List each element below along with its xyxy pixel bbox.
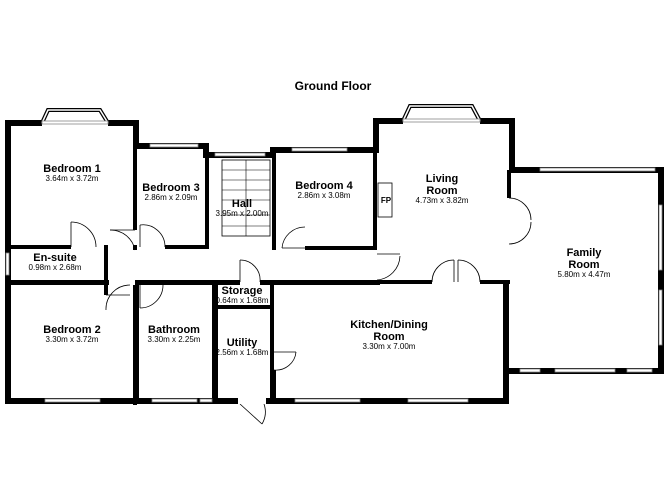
kitchen-dims: 3.30m x 7.00m bbox=[363, 342, 416, 351]
room-labels: Bedroom 1 3.64m x 3.72m Bedroom 3 2.86m … bbox=[29, 163, 611, 357]
bedroom4-name: Bedroom 4 bbox=[295, 180, 353, 192]
family-name-1: Family bbox=[567, 247, 603, 259]
staircase bbox=[221, 159, 271, 237]
bedroom2-dims: 3.30m x 3.72m bbox=[46, 335, 99, 344]
storage-dims: 0.64m x 1.68m bbox=[216, 296, 269, 305]
bedroom3-name: Bedroom 3 bbox=[142, 182, 199, 194]
bathroom-dims: 3.30m x 2.25m bbox=[148, 335, 201, 344]
fireplace-label: FP bbox=[381, 196, 392, 205]
outer-walls bbox=[5, 118, 664, 404]
doors bbox=[70, 197, 532, 425]
windows bbox=[5, 104, 663, 403]
family-name-2: Room bbox=[568, 259, 599, 271]
bedroom3-dims: 2.86m x 2.09m bbox=[145, 193, 198, 202]
hall-dims: 3.95m x 2.00m bbox=[216, 209, 269, 218]
kitchen-name-1: Kitchen/Dining bbox=[350, 319, 428, 331]
floor-title: Ground Floor bbox=[295, 79, 372, 93]
bedroom1-dims: 3.64m x 3.72m bbox=[46, 174, 99, 183]
kitchen-name-2: Room bbox=[373, 331, 404, 343]
utility-dims: 2.56m x 1.68m bbox=[216, 348, 269, 357]
living-name-2: Room bbox=[426, 185, 457, 197]
fireplace: FP bbox=[377, 182, 393, 218]
hall-name: Hall bbox=[232, 198, 252, 210]
bathroom-name: Bathroom bbox=[148, 324, 200, 336]
bedroom4-dims: 2.86m x 3.08m bbox=[298, 191, 351, 200]
ensuite-name: En-suite bbox=[33, 252, 76, 264]
ensuite-dims: 0.98m x 2.68m bbox=[29, 263, 82, 272]
bedroom2-name: Bedroom 2 bbox=[43, 324, 100, 336]
bedroom1-name: Bedroom 1 bbox=[43, 163, 100, 175]
storage-name: Storage bbox=[222, 285, 263, 297]
inner-walls bbox=[11, 120, 511, 405]
family-dims: 5.80m x 4.47m bbox=[558, 270, 611, 279]
living-dims: 4.73m x 3.82m bbox=[416, 196, 469, 205]
living-name-1: Living bbox=[426, 173, 458, 185]
utility-name: Utility bbox=[227, 337, 258, 349]
